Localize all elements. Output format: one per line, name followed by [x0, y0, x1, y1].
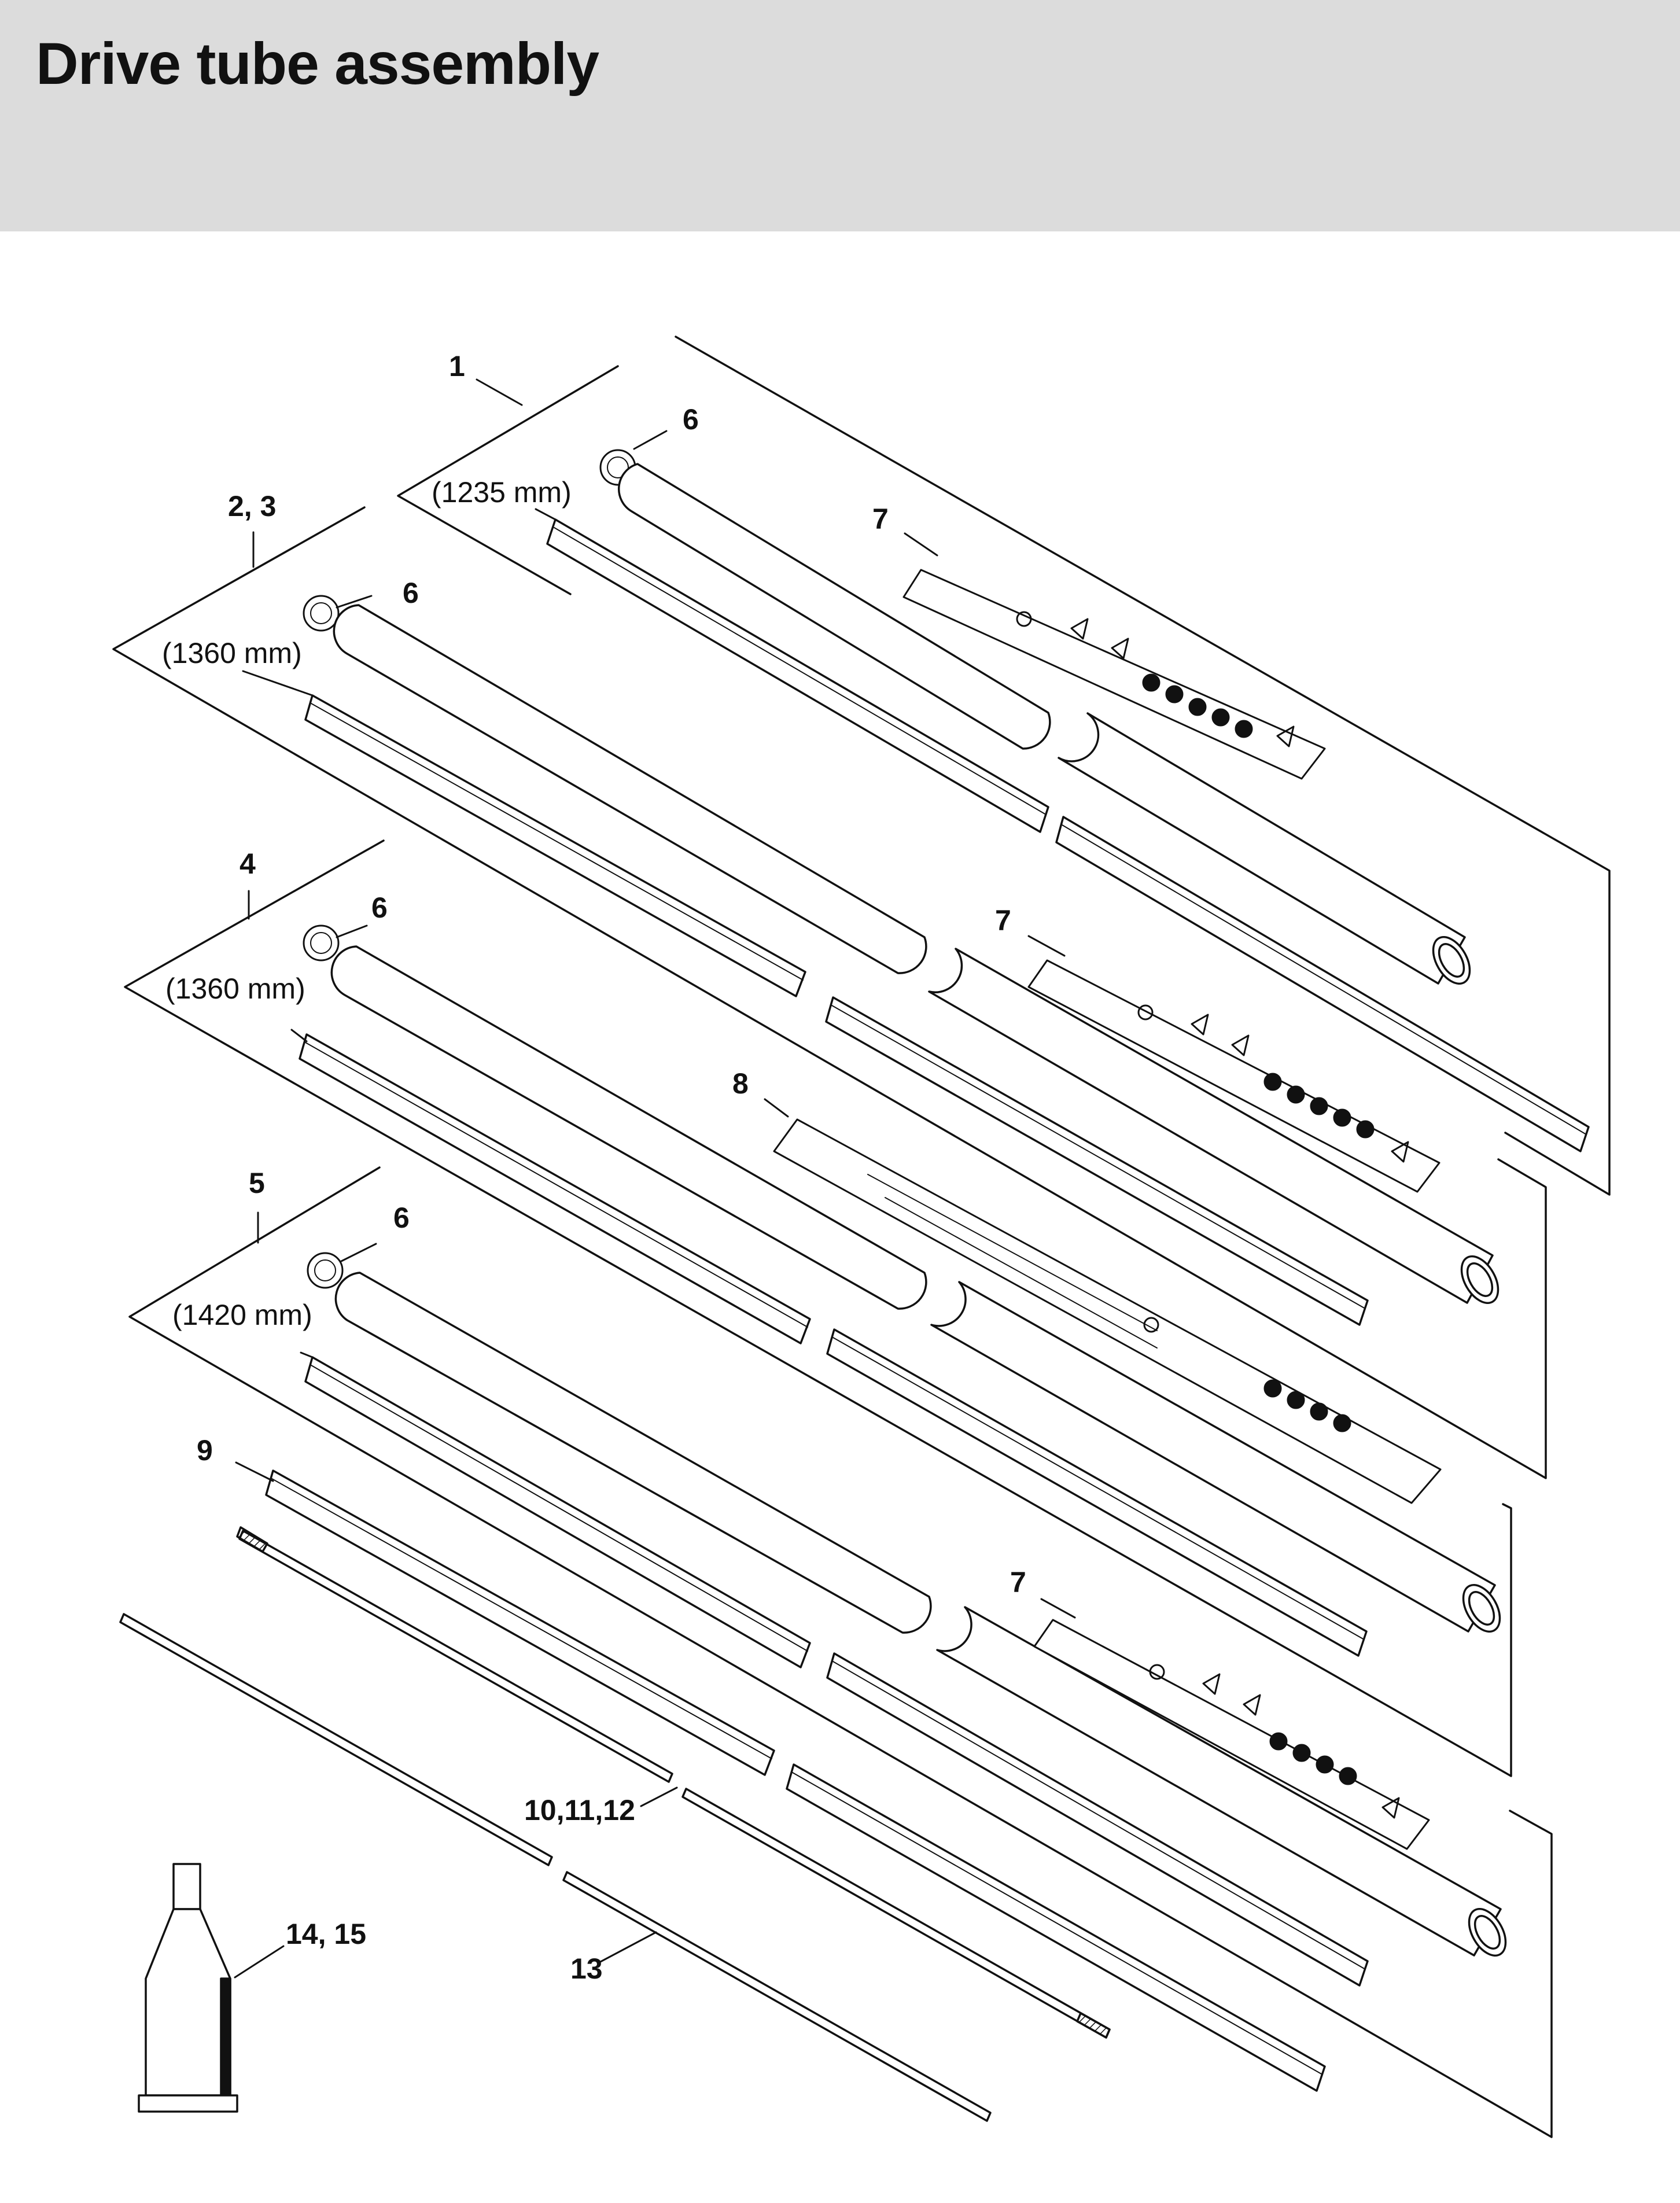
- callout-7-b: 7: [995, 904, 1011, 937]
- page-title: Drive tube assembly: [36, 31, 599, 97]
- dimension-1360-b: (1360 mm): [165, 972, 305, 1005]
- grease-tube-14-15: [138, 1863, 238, 2113]
- drive-shaft-13: [119, 1613, 992, 2122]
- dimension-1360-a: (1360 mm): [162, 637, 302, 669]
- callout-6-b: 6: [403, 577, 419, 609]
- drive-tube-4: [330, 945, 1501, 1633]
- dimension-1235: (1235 mm): [432, 476, 572, 509]
- serial-label-8: [773, 1118, 1442, 1504]
- callout-7-a: 7: [872, 503, 889, 535]
- exploded-parts-diagram: 1 2, 3 4 5 6 6 6 6 7 7 7 8 9 10,11,12 13…: [112, 336, 1611, 2138]
- callout-5: 5: [249, 1167, 265, 1199]
- panel-2-3-outline: [112, 506, 1547, 1479]
- callout-7-c: 7: [1010, 1566, 1026, 1598]
- snap-ring-2: [303, 595, 340, 632]
- callout-6-c: 6: [371, 891, 388, 924]
- snap-ring-4: [307, 1252, 344, 1289]
- panel-5-outline: [128, 1166, 1553, 2138]
- callout-14-15: 14, 15: [286, 1918, 366, 1950]
- callout-13: 13: [570, 1953, 603, 1985]
- dimension-labels: (1235 mm) (1360 mm) (1360 mm) (1420 mm): [162, 476, 572, 1331]
- dimension-1420: (1420 mm): [172, 1299, 312, 1331]
- callout-4: 4: [240, 848, 256, 880]
- callout-8: 8: [732, 1067, 749, 1100]
- callout-6-a: 6: [683, 403, 699, 436]
- liner-5: [304, 1356, 1369, 1987]
- callout-6-d: 6: [393, 1202, 410, 1234]
- drive-shaft-10-11-12: [236, 1526, 1111, 2039]
- warning-label-2: [1027, 959, 1440, 1193]
- panel-4-outline: [124, 839, 1512, 1777]
- liner-1: [546, 518, 1590, 1152]
- callout-1: 1: [449, 350, 465, 382]
- drive-tube-5: [334, 1272, 1507, 1957]
- drive-tube-2-3: [333, 604, 1500, 1305]
- liner-4: [299, 1033, 1368, 1657]
- page-header: Drive tube assembly: [0, 0, 1680, 231]
- leader-lines: [234, 378, 1076, 1979]
- callout-9: 9: [197, 1434, 213, 1467]
- warning-label-3: [1033, 1619, 1430, 1850]
- snap-ring-3: [303, 924, 340, 961]
- panel-1-outline: [397, 336, 1611, 1196]
- callout-10-11-12: 10,11,12: [524, 1794, 635, 1826]
- liner-2-3: [304, 694, 1369, 1326]
- loose-liner-9: [265, 1469, 1326, 2092]
- warning-label-1: [902, 569, 1326, 780]
- callout-2-3: 2, 3: [228, 490, 276, 522]
- callout-labels: 1 2, 3 4 5 6 6 6 6 7 7 7 8 9 10,11,12 13…: [197, 350, 1026, 1985]
- drive-tube-1: [618, 463, 1471, 985]
